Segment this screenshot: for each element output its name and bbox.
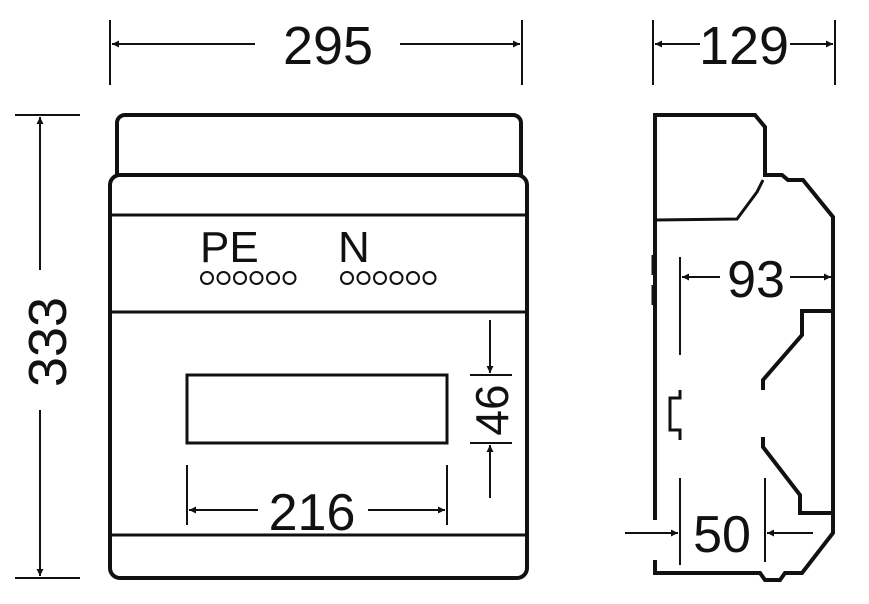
svg-text:50: 50	[693, 506, 751, 564]
n-terminals	[340, 271, 437, 285]
breaker-window	[185, 373, 449, 445]
dimension-width: 295	[109, 16, 523, 85]
svg-text:129: 129	[699, 16, 789, 76]
terminal-hole	[373, 271, 387, 285]
terminal-hole	[249, 271, 264, 285]
dimension-rail-offset: 50	[625, 478, 813, 565]
terminal-hole	[340, 271, 354, 285]
svg-text:295: 295	[283, 16, 373, 76]
n-label: N	[338, 223, 370, 272]
svg-text:93: 93	[727, 251, 785, 309]
terminal-hole	[422, 271, 437, 285]
dimension-depth: 129	[652, 16, 836, 85]
terminal-hole	[266, 271, 280, 285]
terminal-hole	[233, 271, 247, 285]
side-view	[651, 113, 835, 582]
terminal-hole	[356, 271, 371, 285]
terminal-hole	[200, 271, 214, 285]
dimension-window-height: 46	[466, 320, 518, 498]
dimension-rail-depth: 93	[679, 251, 831, 355]
terminal-hole	[406, 271, 420, 285]
pe-terminals	[200, 271, 297, 285]
front-view: PE N	[108, 113, 529, 580]
dimension-window-width: 216	[186, 465, 448, 542]
terminal-hole	[282, 271, 297, 285]
svg-text:216: 216	[269, 484, 356, 542]
svg-text:333: 333	[18, 297, 78, 387]
svg-text:46: 46	[466, 384, 518, 435]
pe-label: PE	[200, 223, 259, 272]
terminal-hole	[216, 271, 231, 285]
terminal-hole	[389, 271, 404, 285]
dimension-height: 333	[15, 114, 80, 579]
